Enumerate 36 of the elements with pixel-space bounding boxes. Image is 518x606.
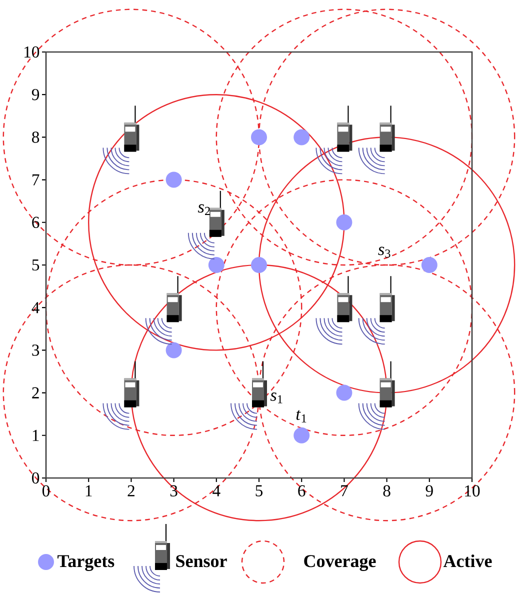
tick-label: 0 <box>42 485 50 497</box>
point-label: s$_{2}$ <box>198 204 210 215</box>
active-circle <box>88 94 345 351</box>
coverage-circle <box>45 179 302 436</box>
tick-label: 7 <box>32 174 40 186</box>
tick-label: 5 <box>32 259 40 271</box>
tick-label: 10 <box>465 485 480 497</box>
tick-label: 5 <box>256 485 262 496</box>
point-label: s$_{1}$ <box>270 392 282 404</box>
tick-label: 2 <box>128 485 134 496</box>
tick-label: 4 <box>32 302 40 314</box>
active-circle <box>258 136 516 394</box>
tick-label: 4 <box>212 485 220 496</box>
legend-label: Sensor <box>176 555 227 568</box>
tick-label: 1 <box>86 485 92 496</box>
legend-label: Active <box>443 554 492 568</box>
coverage-circle <box>216 179 473 436</box>
tick-label: 10 <box>24 46 40 58</box>
tick-label: 2 <box>32 387 39 398</box>
tick-label: 8 <box>32 132 40 143</box>
tick-label: 8 <box>383 485 390 497</box>
coverage-circle <box>258 8 516 266</box>
coverage-circle <box>216 8 473 266</box>
tick-label: 6 <box>298 485 306 496</box>
legend-label: Coverage <box>304 555 376 571</box>
tick-label: 1 <box>32 430 39 441</box>
tick-label: 7 <box>341 485 348 496</box>
tick-label: 0 <box>32 472 40 484</box>
tick-label: 3 <box>170 485 178 496</box>
legend-label: Targets <box>58 555 114 571</box>
point-label: t$_{1}$ <box>296 410 306 422</box>
tick-label: 3 <box>32 344 40 356</box>
point-label: s$_{3}$ <box>378 246 390 258</box>
tick-label: 9 <box>32 89 40 100</box>
tick-label: 9 <box>426 485 433 496</box>
tick-label: 6 <box>32 216 40 228</box>
